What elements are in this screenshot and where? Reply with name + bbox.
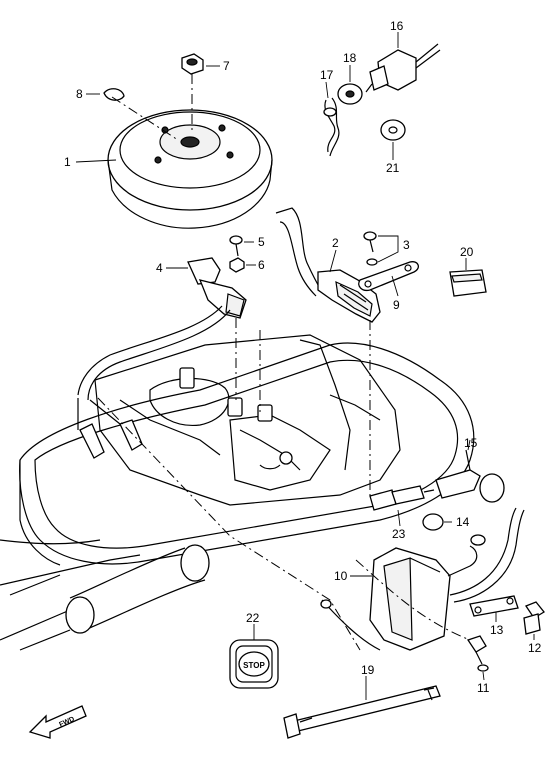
callout-10: 10 — [334, 569, 348, 583]
callout-3: 3 — [403, 238, 410, 252]
screw-3 — [363, 231, 378, 266]
callout-8: 8 — [76, 87, 83, 101]
callout-22: 22 — [246, 611, 260, 625]
engine-block — [94, 334, 401, 506]
center-line — [111, 96, 179, 141]
callout-11: 11 — [477, 681, 490, 695]
bolt-11 — [466, 635, 489, 672]
callout-labels: 1 2 3 4 5 6 7 8 9 10 11 12 13 14 15 16 1… — [64, 19, 542, 695]
engine-base-outline — [0, 342, 475, 651]
pulser-coil-left — [77, 257, 247, 401]
wire-path — [97, 397, 361, 651]
callout-19: 19 — [361, 663, 375, 677]
callout-7: 7 — [223, 59, 230, 73]
cap-14 — [422, 513, 444, 531]
callout-15: 15 — [464, 436, 478, 450]
callout-21: 21 — [386, 161, 400, 175]
flywheel-nut — [181, 53, 204, 75]
callout-2: 2 — [332, 236, 339, 250]
spark-plug — [369, 485, 435, 511]
callout-23: 23 — [392, 527, 406, 541]
callout-17: 17 — [320, 68, 334, 82]
stop-wire-terminal — [320, 599, 332, 609]
stop-switch-assembly — [323, 43, 441, 157]
callout-14: 14 — [456, 515, 470, 529]
callout-16: 16 — [390, 19, 404, 33]
callout-4: 4 — [156, 261, 163, 275]
woodruff-key — [103, 88, 125, 101]
callout-5: 5 — [258, 235, 265, 249]
plug-cap-15 — [435, 449, 505, 503]
stud-19 — [283, 685, 441, 739]
nut-6 — [229, 257, 245, 273]
callout-1: 1 — [64, 155, 71, 169]
wire-path — [355, 559, 471, 641]
callout-13: 13 — [490, 623, 504, 637]
bolt-12 — [523, 601, 545, 635]
callout-9: 9 — [393, 298, 400, 312]
bracket-9 — [358, 261, 419, 292]
grommet-20 — [449, 269, 487, 297]
pulser-coil-right — [275, 207, 381, 323]
forward-arrow: FWD — [28, 705, 87, 739]
callout-12: 12 — [528, 641, 542, 655]
ignition-coil — [369, 507, 525, 651]
callout-18: 18 — [343, 51, 357, 65]
leader-lines — [75, 32, 535, 700]
screw-5 — [229, 235, 243, 257]
stop-plate-text: STOP — [243, 661, 265, 670]
plug-caps — [77, 398, 143, 459]
flywheel — [107, 109, 273, 229]
ground-strap — [469, 595, 519, 617]
stop-plate: STOP — [229, 639, 279, 689]
callout-20: 20 — [460, 245, 474, 259]
callout-6: 6 — [258, 258, 265, 272]
